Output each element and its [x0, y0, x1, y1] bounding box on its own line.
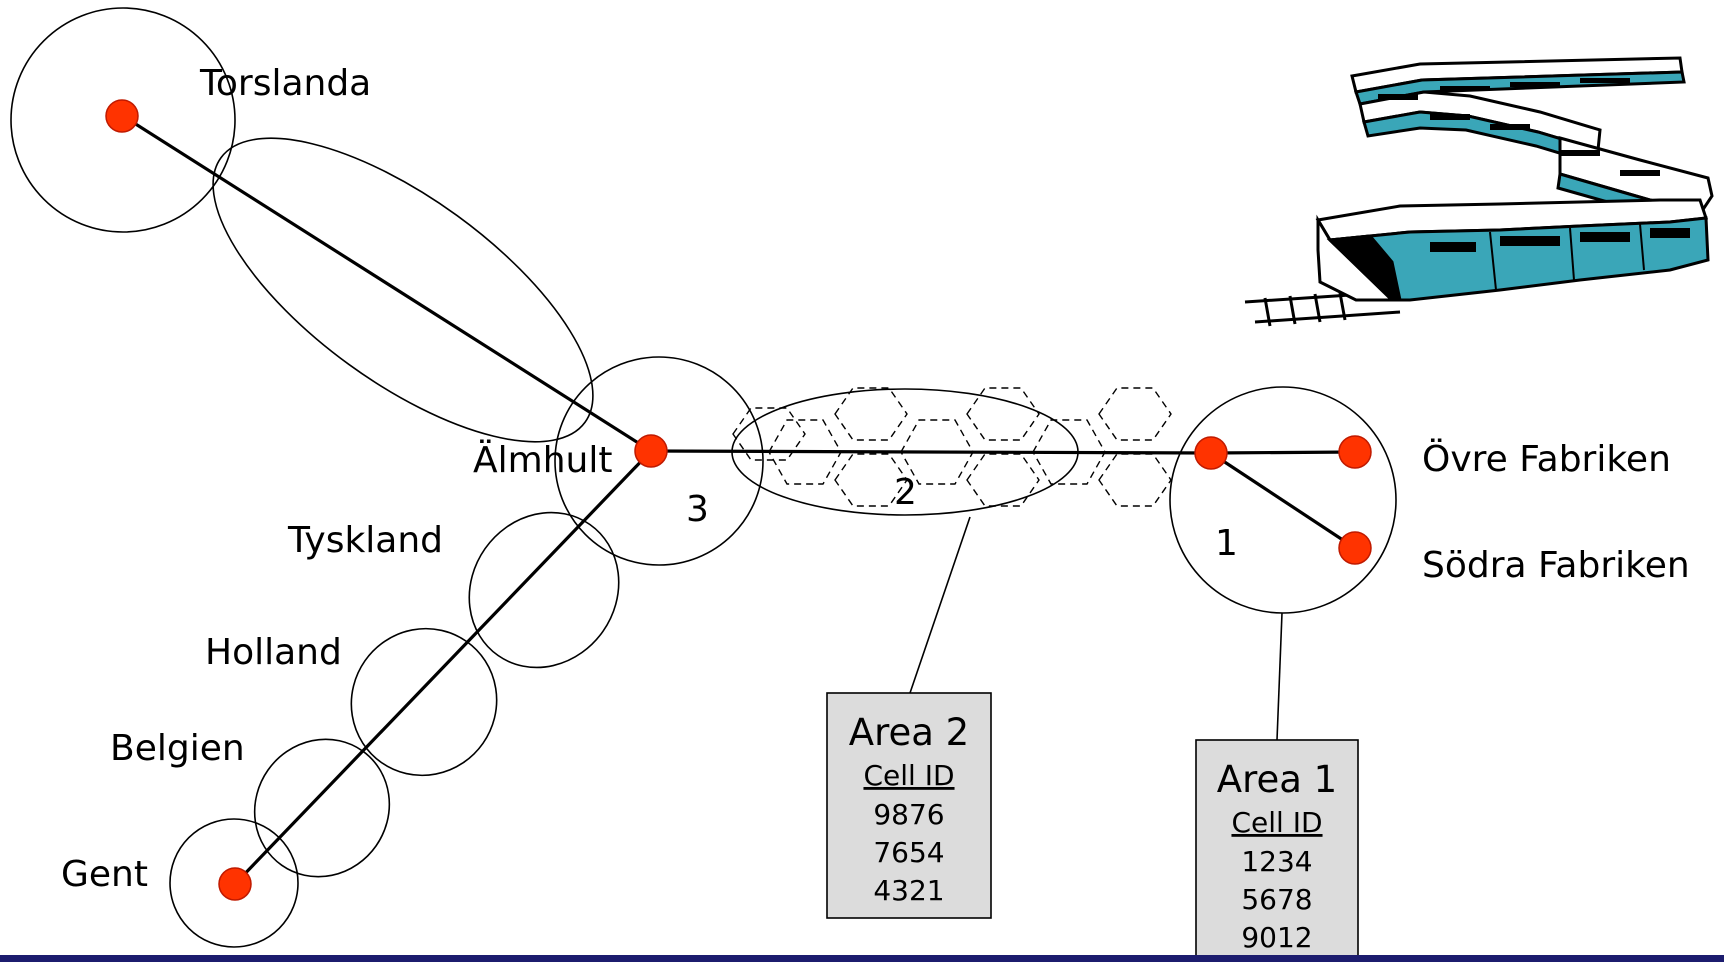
route-torslanda-almhult [122, 114, 652, 453]
routes [122, 114, 1356, 886]
area-2-cell-id: 9876 [873, 798, 944, 831]
area-1-cell-id: 9012 [1241, 921, 1312, 954]
zone-cell-3 [554, 356, 764, 566]
area-1-cell-id: 1234 [1241, 845, 1312, 878]
area-1-box [1195, 739, 1359, 963]
area-2-info-box: Area 2 Cell ID 9876 7654 4321 [826, 692, 992, 919]
area-2-leader-line [909, 516, 971, 694]
zone-cell-1 [1169, 386, 1397, 614]
hex-cell [1098, 387, 1172, 441]
hex-cell [966, 453, 1040, 507]
cell-number-3: 3 [686, 489, 709, 530]
station-gent [218, 867, 252, 901]
hex-cell [834, 387, 908, 441]
label-gent: Gent [61, 854, 148, 895]
route-to-ovre-fabriken [1210, 450, 1356, 455]
hex-cell [966, 387, 1040, 441]
station-sodra-fabriken [1338, 531, 1372, 565]
label-tyskland: Tyskland [287, 520, 443, 561]
stations [105, 99, 1372, 901]
coverage-zones [10, 7, 1397, 948]
area-2-box [826, 692, 992, 919]
footer-bar [0, 955, 1724, 962]
area-2-title: Area 2 [849, 711, 969, 754]
cell-number-2: 2 [894, 472, 917, 513]
area-1-cell-id: 5678 [1241, 883, 1312, 916]
area-2-cell-id: 7654 [873, 836, 944, 869]
area-2-cell-id-heading: Cell ID [863, 759, 954, 792]
label-belgien: Belgien [110, 728, 245, 769]
station-torslanda [105, 99, 139, 133]
station-hub [1194, 436, 1228, 470]
zone-tyskland [468, 511, 620, 669]
route-almhult-hub [650, 449, 1212, 455]
area-1-title: Area 1 [1217, 758, 1337, 801]
hex-cell [834, 453, 908, 507]
route-almhult-gent [233, 449, 653, 886]
label-torslanda: Torslanda [199, 63, 371, 104]
station-ovre-fabriken [1338, 435, 1372, 469]
label-almhult: Älmhult [473, 439, 612, 481]
area-1-cell-id-heading: Cell ID [1231, 806, 1322, 839]
area-1-leader-line [1276, 612, 1283, 741]
label-ovre-fabriken: Övre Fabriken [1422, 438, 1671, 480]
route-to-sodra-fabriken [1210, 451, 1356, 550]
train-clipart-icon [1244, 56, 1714, 327]
label-holland: Holland [205, 632, 342, 673]
label-sodra-fabriken: Södra Fabriken [1422, 545, 1690, 586]
area-1-info-box: Area 1 Cell ID 1234 5678 9012 [1195, 739, 1359, 963]
zone-belgien [253, 738, 391, 878]
zone-holland [350, 627, 498, 777]
zone-torslanda [10, 7, 236, 233]
hex-cell-grid [732, 387, 1172, 507]
hex-cell [1098, 453, 1172, 507]
station-almhult [634, 434, 668, 468]
cell-number-1: 1 [1215, 523, 1238, 564]
area-2-cell-id: 4321 [873, 874, 944, 907]
zone-torslanda-almhult [212, 137, 594, 443]
zone-gent [169, 818, 299, 948]
hex-cell [732, 407, 806, 461]
